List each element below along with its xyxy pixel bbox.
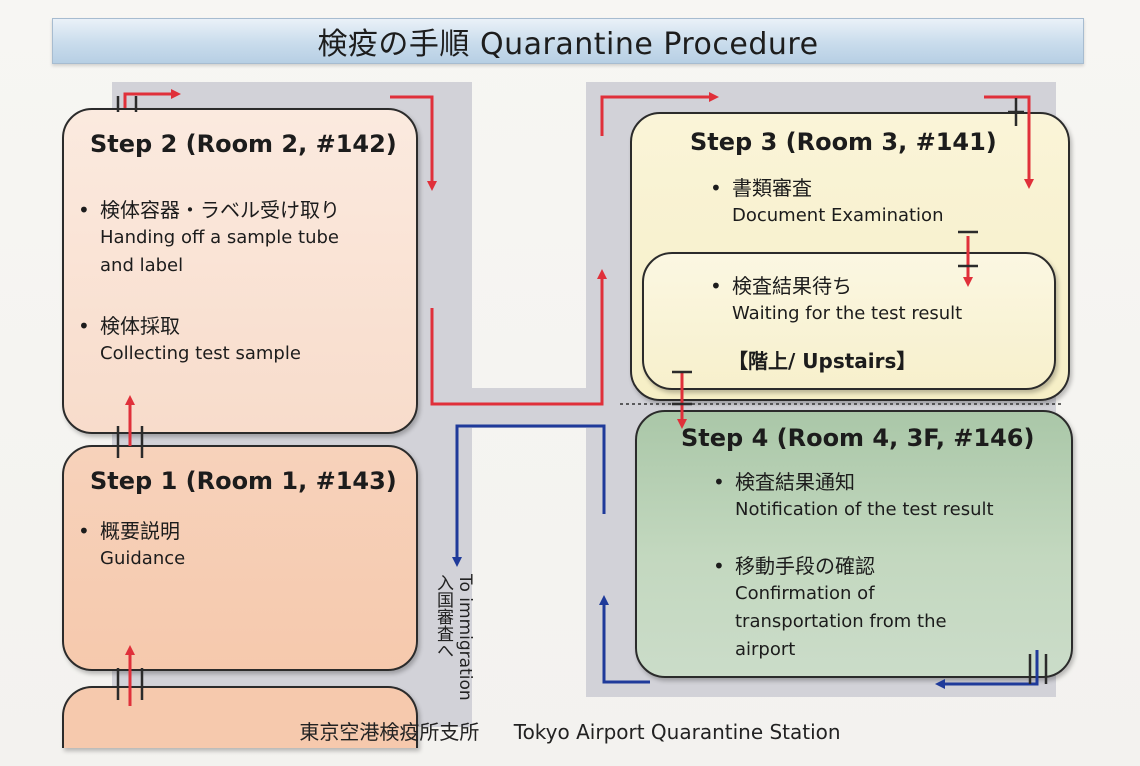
step-4-item-2-en-line3: airport	[735, 639, 796, 660]
bullet: •	[713, 470, 725, 494]
step-4-item-2-jp: 移動手段の確認	[735, 554, 875, 578]
immigration-label-jp: 入国審査へ	[433, 574, 453, 659]
step-2-item-1-en-line1: Handing off a sample tube	[100, 227, 339, 248]
step-3-item-2-en-line1: Waiting for the test result	[732, 303, 963, 324]
step-3-item-document: • 書類審査 Document Examination	[710, 174, 943, 230]
step-4-room-box: Step 4 (Room 4, 3F, #146) • 検査結果通知 Notifi…	[635, 410, 1073, 678]
bullet: •	[78, 198, 90, 222]
step-3-item-1-jp: 書類審査	[732, 176, 812, 200]
step-2-title: Step 2 (Room 2, #142)	[90, 130, 397, 158]
step-1-item-guidance: • 概要説明 Guidance	[78, 517, 185, 573]
step-4-item-transportation: • 移動手段の確認 Confirmation of transportation …	[713, 552, 947, 664]
upstairs-label: 【階上/ Upstairs】	[728, 349, 917, 373]
step-3-title: Step 3 (Room 3, #141)	[690, 128, 997, 156]
page-title: 検疫の手順 Quarantine Procedure	[317, 27, 819, 62]
step-3-item-2-jp: 検査結果待ち	[732, 274, 852, 298]
immigration-label: To immigration 入国審査へ	[426, 574, 476, 714]
step-4-item-1-en-line1: Notification of the test result	[735, 499, 994, 520]
step-2-item-sample-tube: •検体容器・ラベル受け取り Handing off a sample tube …	[78, 196, 340, 280]
step-3-item-waiting: • 検査結果待ち Waiting for the test result	[710, 272, 962, 328]
step-2-item-2-en-line1: Collecting test sample	[100, 343, 301, 364]
step-2-item-1-en-line2: and label	[100, 255, 184, 276]
step-4-item-notification: • 検査結果通知 Notification of the test result	[713, 468, 994, 524]
step-3-waiting-area-box: • 検査結果待ち Waiting for the test result	[642, 252, 1056, 390]
step-1-title: Step 1 (Room 1, #143)	[90, 467, 397, 495]
step-4-item-1-jp: 検査結果通知	[735, 470, 855, 494]
footer: 東京空港検疫所支所 Tokyo Airport Quarantine Stati…	[0, 716, 1140, 745]
immigration-label-en: To immigration	[455, 574, 475, 701]
step-1-room-box: Step 1 (Room 1, #143) • 概要説明 Guidance	[62, 445, 418, 671]
bullet: •	[710, 274, 722, 298]
step-4-item-2-en-line2: transportation from the	[735, 611, 947, 632]
title-banner: 検疫の手順 Quarantine Procedure	[52, 18, 1084, 64]
step-2-room-box: Step 2 (Room 2, #142) • 検体容器・ラベル受け取り Hand…	[62, 108, 418, 434]
footer-jp: 東京空港検疫所支所	[299, 720, 480, 744]
bullet: •	[710, 176, 722, 200]
step-2-item-collect-sample: • 検体採取 Collecting test sample	[78, 312, 301, 368]
step-1-item-1-jp: 概要説明	[100, 519, 180, 543]
step-4-title: Step 4 (Room 4, 3F, #146)	[681, 424, 1035, 452]
arrow-to-immigration	[452, 424, 606, 567]
step-2-item-2-jp: 検体採取	[100, 314, 180, 338]
step-1-item-1-en-line1: Guidance	[100, 548, 186, 569]
step-4-item-2-en-line1: Confirmation of	[735, 583, 875, 604]
bullet: •	[78, 519, 90, 543]
bullet: •	[78, 314, 90, 338]
step-3-item-1-en-line1: Document Examination	[732, 205, 944, 226]
footer-en: Tokyo Airport Quarantine Station	[513, 720, 841, 744]
bullet: •	[713, 554, 725, 578]
step-2-item-1-jp: 検体容器・ラベル受け取り	[100, 198, 340, 222]
